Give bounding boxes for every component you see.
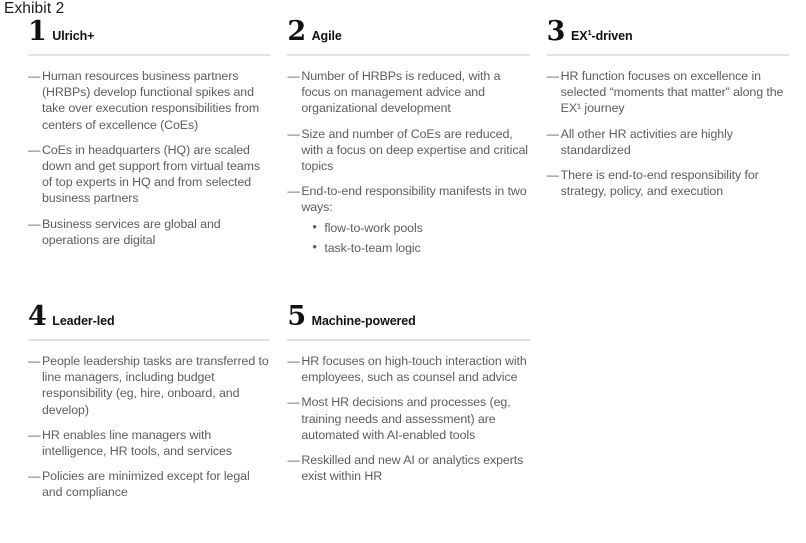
bullet-list: —HR function focuses on excellence in se… xyxy=(547,68,789,199)
card-label: Ulrich+ xyxy=(52,29,95,43)
dash-marker-icon: — xyxy=(28,354,41,368)
card-heading: 4 Leader-led xyxy=(28,303,270,333)
bullet-list: —Human resources business partners (HRBP… xyxy=(28,68,270,248)
dash-marker-icon: — xyxy=(546,168,559,183)
bullet-item: —Policies are minimized except for legal… xyxy=(28,468,270,500)
card-number: 1 xyxy=(28,16,47,47)
bullet-text: Reskilled and new AI or analytics expert… xyxy=(301,453,524,484)
bullet-text: Policies are minimized except for legal … xyxy=(42,469,250,500)
bullet-item: —CoEs in headquarters (HQ) are scaled do… xyxy=(28,142,270,207)
bullet-item: —All other HR activities are highly stan… xyxy=(547,126,789,158)
dash-marker-icon: — xyxy=(28,142,41,157)
bullet-item: —HR focuses on high-touch interaction wi… xyxy=(287,353,529,385)
subbullet-text: flow-to-work pools xyxy=(324,220,423,235)
card-heading: 1 Ulrich+ xyxy=(28,18,270,48)
dash-marker-icon: — xyxy=(287,126,300,141)
dash-marker-icon: — xyxy=(546,69,559,83)
dash-marker-icon: — xyxy=(28,69,41,83)
card-label: Agile xyxy=(311,29,342,43)
card-heading: 2 Agile xyxy=(287,18,529,48)
bullet-item: —Reskilled and new AI or analytics exper… xyxy=(287,452,529,484)
bullet-item: —Human resources business partners (HRBP… xyxy=(28,68,270,133)
bullet-dot-icon: • xyxy=(312,219,317,235)
card-divider xyxy=(28,339,271,341)
dash-marker-icon: — xyxy=(287,395,300,410)
bullet-text: HR focuses on high-touch interaction wit… xyxy=(301,354,527,385)
card-divider xyxy=(28,54,271,56)
dash-marker-icon: — xyxy=(28,427,41,442)
bullet-text: Size and number of CoEs are reduced, wit… xyxy=(301,126,528,174)
bullet-text: There is end-to-end responsibility for s… xyxy=(560,168,759,199)
bullet-item: —People leadership tasks are transferred… xyxy=(28,353,270,418)
card-number: 2 xyxy=(287,16,306,47)
bullet-item: —Number of HRBPs is reduced, with a focu… xyxy=(287,68,529,117)
card-label: EX1-driven xyxy=(570,27,633,43)
bullet-text: All other HR activities are highly stand… xyxy=(560,126,733,157)
bullet-list: —Number of HRBPs is reduced, with a focu… xyxy=(287,68,529,256)
bullet-item: —End-to-end responsibility manifests in … xyxy=(287,183,529,256)
bullet-dot-icon: • xyxy=(312,239,317,255)
bullet-item: —HR function focuses on excellence in se… xyxy=(547,68,789,117)
bullet-item: —There is end-to-end responsibility for … xyxy=(547,167,789,199)
bullet-list: —People leadership tasks are transferred… xyxy=(28,353,270,501)
dash-marker-icon: — xyxy=(287,354,300,368)
bullet-item: —Most HR decisions and processes (eg, tr… xyxy=(287,394,529,443)
bullet-text: People leadership tasks are transferred … xyxy=(42,354,269,417)
card-divider xyxy=(546,54,789,56)
dash-marker-icon: — xyxy=(546,126,559,141)
bullet-text: HR function focuses on excellence in sel… xyxy=(560,69,784,116)
footnote-marker: 1 xyxy=(587,27,592,37)
card-number: 5 xyxy=(287,301,306,332)
exhibit-title: Exhibit 2 xyxy=(4,0,65,17)
subbullet-item: • task-to-team logic xyxy=(311,239,529,256)
card-divider xyxy=(287,54,530,56)
dash-marker-icon: — xyxy=(28,216,41,231)
subbullet-item: • flow-to-work pools xyxy=(311,219,529,236)
card-divider xyxy=(287,339,530,341)
dash-marker-icon: — xyxy=(287,184,300,199)
bullet-text: Number of HRBPs is reduced, with a focus… xyxy=(301,69,501,116)
bullet-text: CoEs in headquarters (HQ) are scaled dow… xyxy=(42,142,260,206)
dash-marker-icon: — xyxy=(287,69,300,83)
bullet-text: Most HR decisions and processes (eg, tra… xyxy=(301,395,511,442)
bullet-item: —Size and number of CoEs are reduced, wi… xyxy=(287,126,529,175)
subbullet-list: • flow-to-work pools • task-to-team logic xyxy=(301,219,529,256)
bullet-text: End-to-end responsibility manifests in t… xyxy=(301,184,527,215)
bullet-text: HR enables line managers with intelligen… xyxy=(42,427,232,459)
dash-marker-icon: — xyxy=(28,469,41,484)
bullet-item: —Business services are global and operat… xyxy=(28,216,270,248)
bullet-list: —HR focuses on high-touch interaction wi… xyxy=(287,353,529,484)
card-heading: 5 Machine-powered xyxy=(287,303,529,333)
card-label: Machine-powered xyxy=(311,314,416,328)
card-label: Leader-led xyxy=(52,314,115,328)
dash-marker-icon: — xyxy=(287,453,300,468)
bullet-text: Human resources business partners (HRBPs… xyxy=(42,69,260,132)
card-number: 4 xyxy=(28,301,47,332)
bullet-text: Business services are global and operati… xyxy=(42,216,221,247)
bullet-item: —HR enables line managers with intellige… xyxy=(28,427,270,459)
card-number: 3 xyxy=(546,16,566,47)
subbullet-text: task-to-team logic xyxy=(324,240,421,255)
